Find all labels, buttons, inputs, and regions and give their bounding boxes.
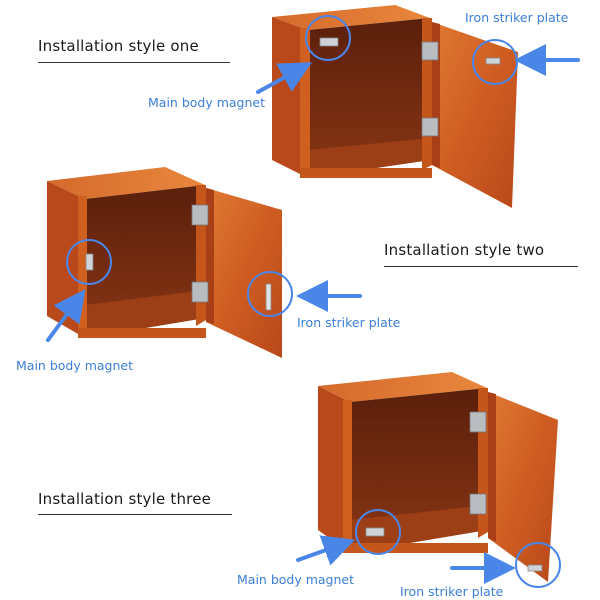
style-three-title: Installation style three: [38, 490, 212, 508]
cabinet-two: [47, 167, 282, 358]
style-two-underline: [384, 266, 578, 267]
arrow-magnet-one: [256, 62, 313, 94]
cabinet-one: [272, 5, 518, 208]
style-two-plate-label: Iron striker plate: [297, 315, 401, 330]
magnet-highlight-one: [305, 15, 351, 61]
arrow-magnet-two: [46, 289, 86, 342]
plate-highlight-three: [515, 542, 561, 588]
style-two-magnet-label: Main body magnet: [16, 358, 133, 373]
arrow-magnet-three: [296, 535, 356, 566]
style-one-title: Installation style one: [38, 37, 199, 55]
style-three-magnet-label: Main body magnet: [237, 572, 354, 587]
style-three-plate-label: Iron striker plate: [400, 584, 504, 599]
plate-highlight-two: [247, 271, 293, 317]
magnet-highlight-three: [355, 509, 401, 555]
cabinet-three: [318, 372, 558, 582]
magnet-highlight-two: [66, 239, 112, 285]
style-two-title: Installation style two: [384, 241, 545, 259]
style-one-plate-label: Iron striker plate: [465, 10, 569, 25]
style-three-underline: [38, 514, 232, 515]
style-one-underline: [38, 62, 230, 63]
style-one-magnet-label: Main body magnet: [148, 95, 265, 110]
